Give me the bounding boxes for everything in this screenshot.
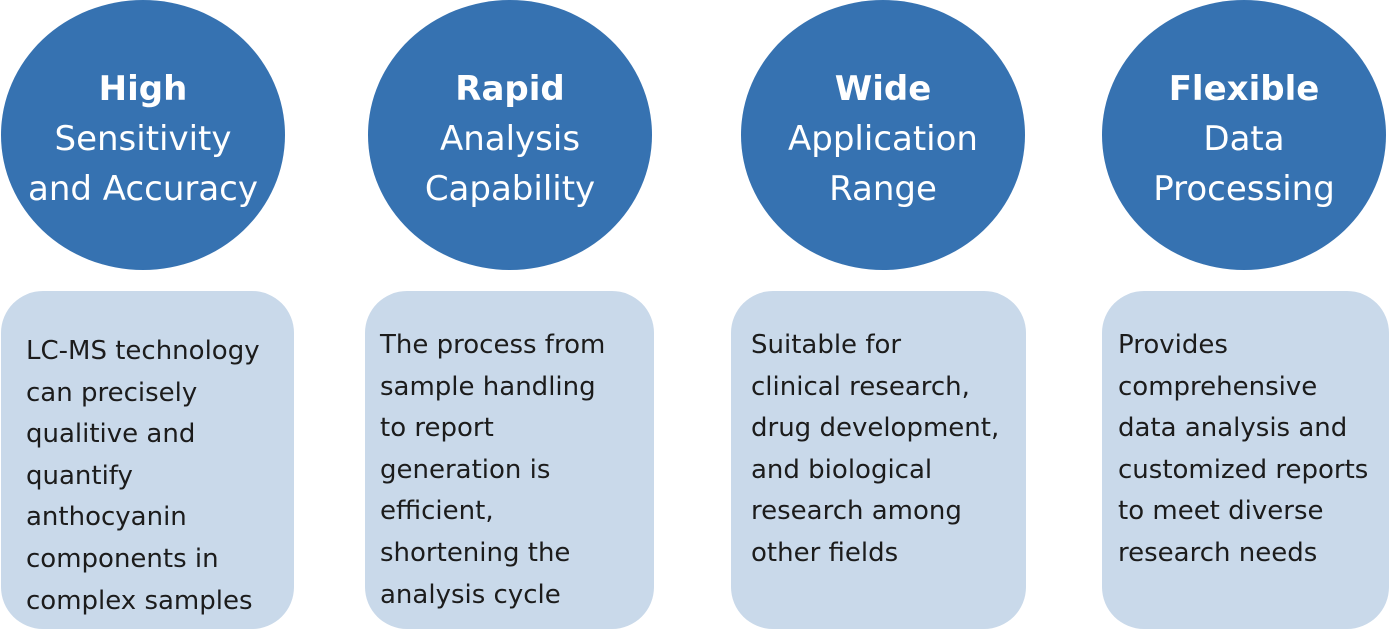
feature-title-rest: Application Range — [788, 119, 978, 209]
feature-title-bold: Wide — [834, 69, 932, 109]
feature-circle-rapid-analysis: Rapid Analysis Capability — [368, 0, 652, 270]
feature-circle-high-sensitivity: High Sensitivity and Accuracy — [1, 0, 285, 270]
feature-title-rest: Analysis Capability — [424, 119, 596, 209]
feature-description-card: The process from sample handling to repo… — [365, 291, 654, 629]
feature-title-bold: Rapid — [455, 69, 565, 109]
feature-circle-wide-application: Wide Application Range — [741, 0, 1025, 270]
feature-title-rest: Sensitivity and Accuracy — [28, 119, 258, 209]
feature-description-card: Suitable for clinical research, drug dev… — [731, 291, 1026, 629]
feature-title-rest: Data Processing — [1153, 119, 1335, 209]
feature-title-bold: High — [98, 69, 188, 109]
feature-description-card: Provides comprehensive data analysis and… — [1102, 291, 1389, 629]
feature-circle-flexible-data: Flexible Data Processing — [1102, 0, 1386, 270]
feature-description-card: LC-MS technology can precisely qualitive… — [1, 291, 294, 629]
feature-title-bold: Flexible — [1168, 69, 1320, 109]
